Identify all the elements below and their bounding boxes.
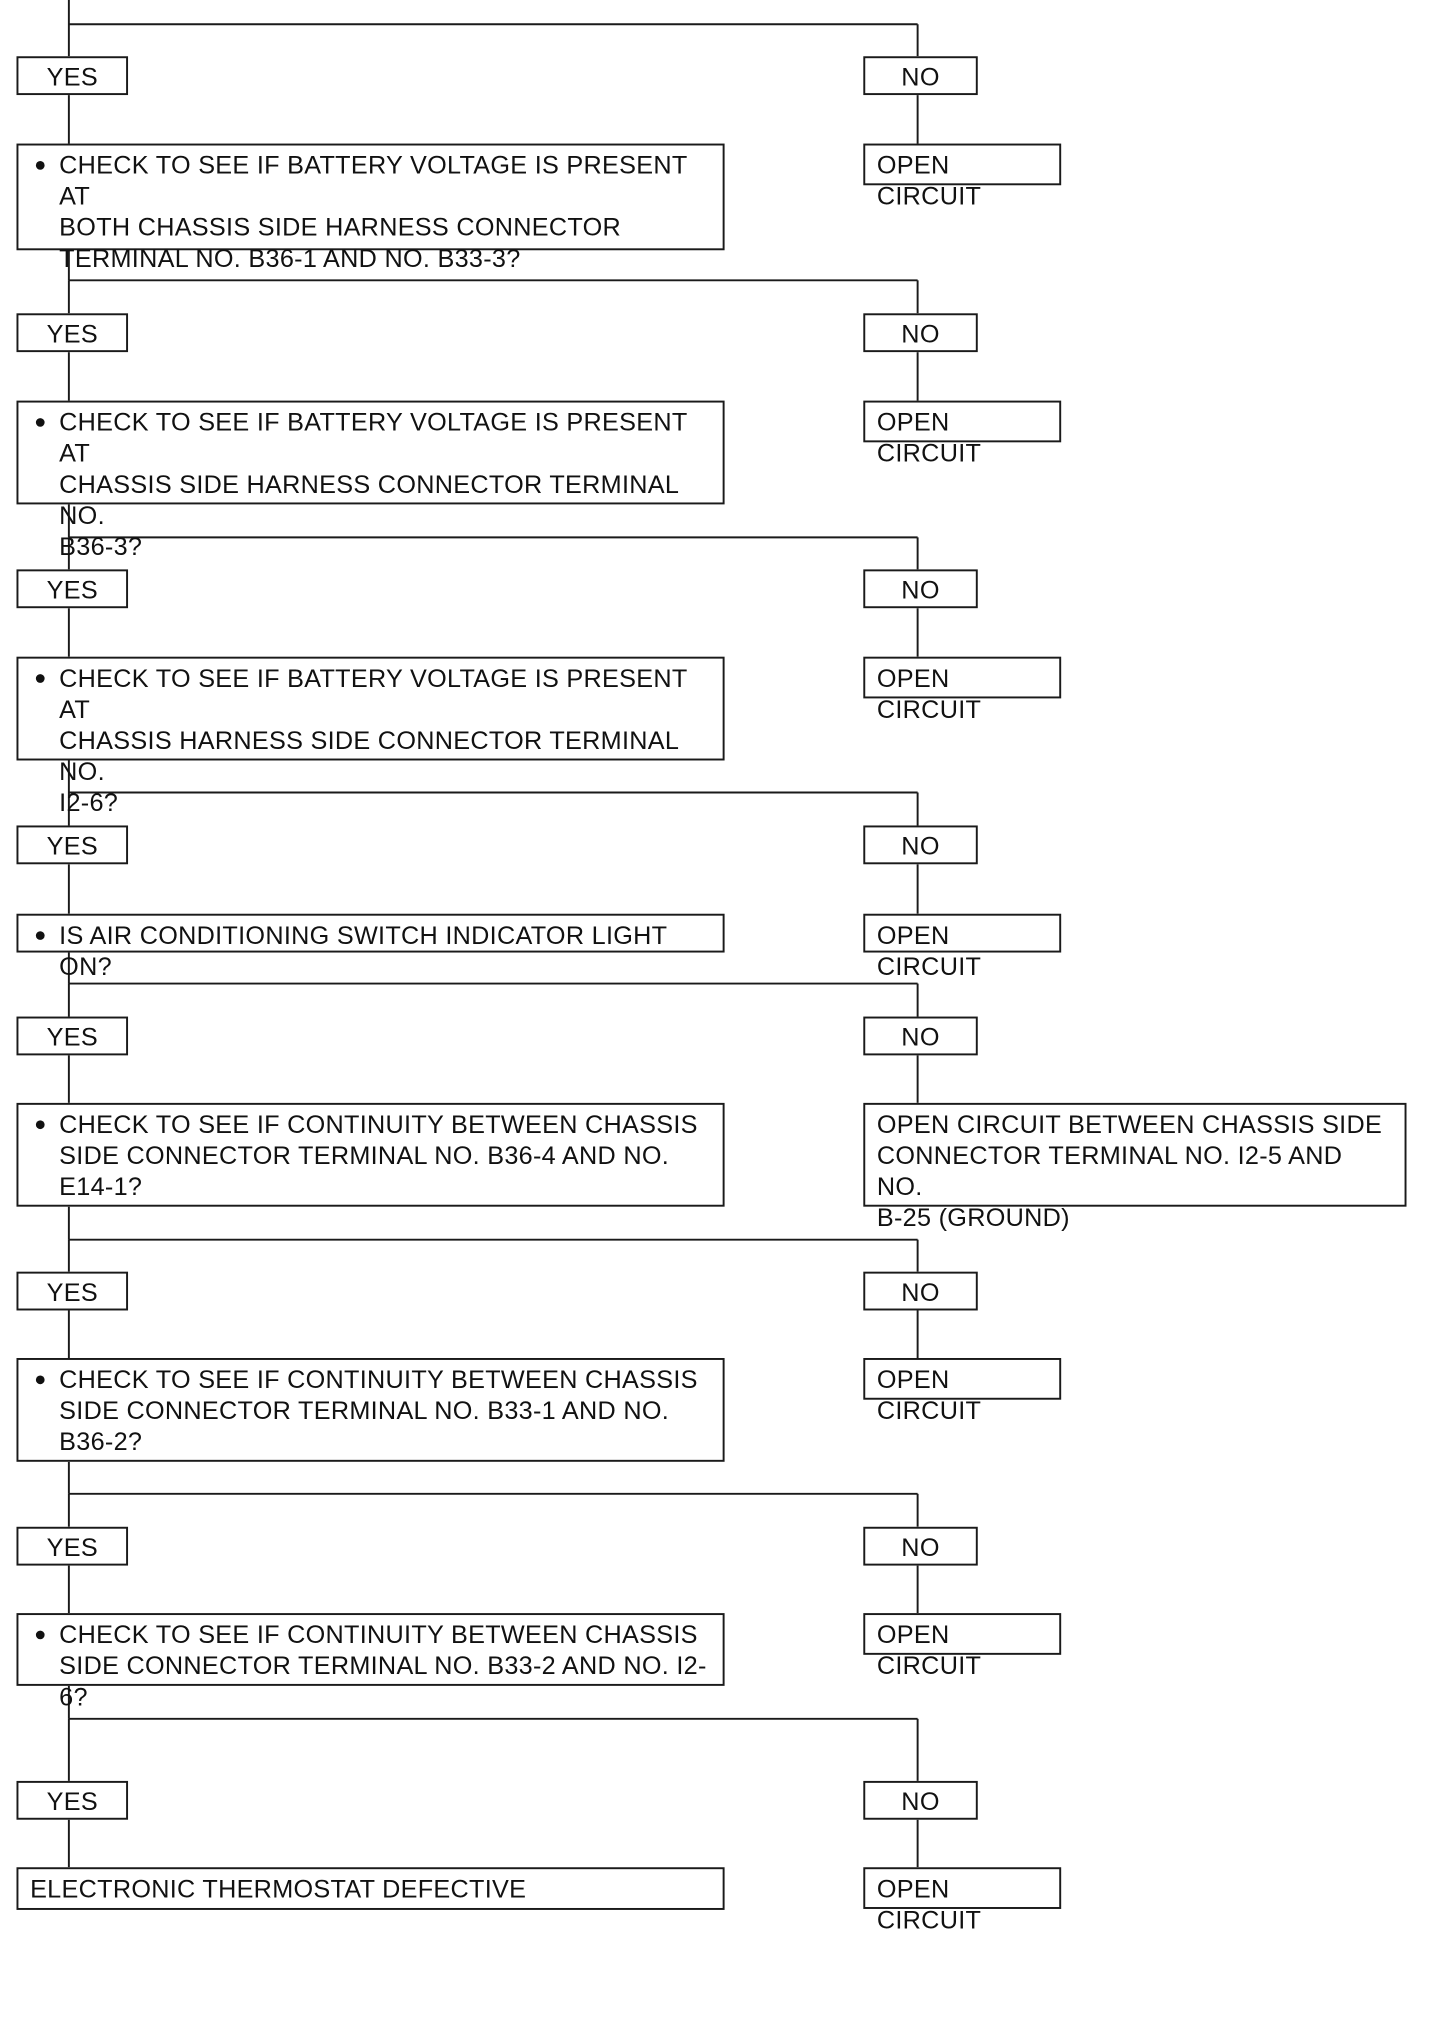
- check-step-text: IS AIR CONDITIONING SWITCH INDICATOR LIG…: [59, 920, 667, 981]
- yes-label: YES: [16, 569, 129, 609]
- bullet-icon: [35, 931, 45, 940]
- final-result-box: ELECTRONIC THERMOSTAT DEFECTIVE: [16, 1867, 725, 1910]
- yes-label: YES: [16, 1780, 129, 1820]
- bullet-icon: [35, 1630, 45, 1640]
- bullet-icon: [35, 1375, 45, 1385]
- yes-label: YES: [16, 313, 129, 353]
- check-step-text: CHECK TO SEE IF CONTINUITY BETWEEN CHASS…: [59, 1109, 698, 1201]
- check-step-text: CHECK TO SEE IF BATTERY VOLTAGE IS PRESE…: [59, 407, 688, 561]
- no-result-box: OPEN CIRCUIT BETWEEN CHASSIS SIDE CONNEC…: [863, 1102, 1407, 1232]
- no-result-box: OPEN CIRCUIT: [863, 1867, 1062, 1934]
- check-step-text: CHECK TO SEE IF CONTINUITY BETWEEN CHASS…: [59, 1619, 707, 1712]
- yes-label: YES: [16, 825, 129, 865]
- check-step-box: CHECK TO SEE IF BATTERY VOLTAGE IS PRESE…: [16, 143, 725, 273]
- no-label: NO: [863, 569, 978, 609]
- check-step-box: CHECK TO SEE IF BATTERY VOLTAGE IS PRESE…: [16, 656, 725, 817]
- check-step-text: CHECK TO SEE IF BATTERY VOLTAGE IS PRESE…: [59, 663, 688, 817]
- check-step-box: CHECK TO SEE IF CONTINUITY BETWEEN CHASS…: [16, 1102, 725, 1207]
- check-step-box: IS AIR CONDITIONING SWITCH INDICATOR LIG…: [16, 913, 725, 981]
- check-step-text: CHECK TO SEE IF BATTERY VOLTAGE IS PRESE…: [59, 150, 688, 273]
- no-label: NO: [863, 313, 978, 353]
- no-label: NO: [863, 56, 978, 96]
- yes-label: YES: [16, 1016, 129, 1056]
- no-result-box: OPEN CIRCUIT: [863, 400, 1062, 468]
- no-label: NO: [863, 1271, 978, 1311]
- connector-lines: [67, 0, 919, 1868]
- check-step-box: CHECK TO SEE IF CONTINUITY BETWEEN CHASS…: [16, 1613, 725, 1711]
- check-step-text: CHECK TO SEE IF CONTINUITY BETWEEN CHASS…: [59, 1364, 698, 1456]
- check-step-box: CHECK TO SEE IF BATTERY VOLTAGE IS PRESE…: [16, 400, 725, 561]
- no-result-box: OPEN CIRCUIT: [863, 1613, 1062, 1680]
- no-label: NO: [863, 825, 978, 865]
- troubleshooting-flowchart: YES NO OPEN CIRCUIT CHECK TO SEE IF BATTERY…: [16, 0, 1407, 1934]
- check-step-box: CHECK TO SEE IF CONTINUITY BETWEEN CHASS…: [16, 1358, 725, 1462]
- bullet-icon: [35, 418, 45, 427]
- no-result-box: OPEN CIRCUIT: [863, 913, 1062, 981]
- yes-label: YES: [16, 1271, 129, 1311]
- no-label: NO: [863, 1526, 978, 1566]
- bullet-icon: [35, 161, 45, 170]
- no-label: NO: [863, 1780, 978, 1820]
- yes-label: YES: [16, 1526, 129, 1566]
- bullet-icon: [35, 674, 45, 683]
- bullet-icon: [35, 1120, 45, 1130]
- no-result-box: OPEN CIRCUIT: [863, 656, 1062, 724]
- no-result-box: OPEN CIRCUIT: [863, 143, 1062, 210]
- yes-label: YES: [16, 56, 129, 96]
- no-label: NO: [863, 1016, 978, 1056]
- no-result-box: OPEN CIRCUIT: [863, 1358, 1062, 1425]
